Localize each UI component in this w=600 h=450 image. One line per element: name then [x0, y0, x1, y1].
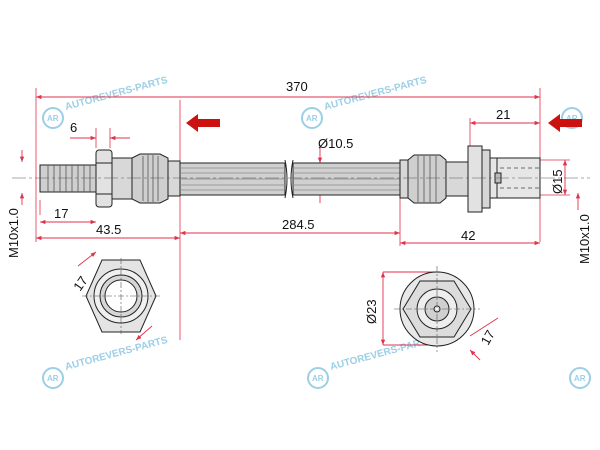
- watermark-text: AUTOREVERS-PARTS: [64, 75, 169, 113]
- watermark-logo-icon: [561, 107, 583, 129]
- watermark-logo: AR: [306, 114, 318, 123]
- dim-total-length: 370: [286, 79, 308, 94]
- hose-body: [179, 159, 401, 199]
- watermark-bottom-right: AR: [569, 367, 591, 389]
- right-end-view: [394, 266, 480, 352]
- right-crimp-sleeve: [407, 154, 447, 204]
- left-end-view: [82, 258, 160, 334]
- dim-right-tip: 21: [496, 107, 510, 122]
- watermark-top-right: AR: [561, 107, 583, 129]
- left-collar: [111, 157, 133, 200]
- watermark-logo: AR: [574, 374, 586, 383]
- watermark-top-center: AR AUTOREVERS-PARTS: [301, 75, 428, 129]
- watermark-logo-icon: [42, 367, 64, 389]
- dim-flange-diameter: Ø23: [364, 299, 379, 324]
- watermark-logo-icon: [301, 107, 323, 129]
- watermark-text: AUTOREVERS-PARTS: [323, 75, 428, 113]
- watermark-logo: AR: [312, 374, 324, 383]
- dim-left-fitting-length: 43.5: [96, 222, 121, 237]
- dim-thread-length: 17: [54, 206, 68, 221]
- dim-right-tip-diameter: Ø15: [550, 169, 565, 194]
- watermark-logo-icon: [569, 367, 591, 389]
- arrow-left-icon: [186, 114, 220, 132]
- dim-line-hex-right: [469, 317, 499, 337]
- right-flange: [467, 145, 483, 213]
- arrow-right-icon: [548, 114, 582, 132]
- dim-hex-right: 17: [478, 327, 498, 347]
- watermark-bottom-center: AR AUTOREVERS-PARTS: [307, 335, 434, 389]
- left-thread: [39, 164, 97, 193]
- watermark-top-left: AR AUTOREVERS-PARTS: [42, 75, 169, 129]
- left-hex-nut: [95, 149, 113, 208]
- left-fitting: [39, 149, 181, 208]
- dimension-lines: [19, 94, 581, 361]
- watermark-logo: AR: [47, 114, 59, 123]
- watermark-text: AUTOREVERS-PARTS: [64, 335, 169, 373]
- dim-nut-width: 6: [70, 120, 77, 135]
- dim-thread-left: M10x1.0: [6, 208, 21, 258]
- direction-arrows: [186, 114, 582, 132]
- dim-line-hex-left: [77, 251, 97, 267]
- watermark-logo: AR: [47, 374, 59, 383]
- dim-hose-diameter: Ø10.5: [318, 136, 353, 151]
- dim-line-hex-left-b: [135, 325, 153, 341]
- right-fitting: [399, 145, 541, 213]
- watermark-logo-icon: [42, 107, 64, 129]
- watermark-logo: AR: [566, 114, 578, 123]
- dim-thread-right: M10x1.0: [577, 214, 592, 264]
- watermark-bottom-left: AR AUTOREVERS-PARTS: [42, 335, 169, 389]
- left-crimp-sleeve: [131, 153, 169, 204]
- dim-hex-left: 17: [70, 273, 91, 293]
- dim-right-fitting-length: 42: [461, 228, 475, 243]
- watermark-logo-icon: [307, 367, 329, 389]
- dim-hose-length: 284.5: [282, 217, 315, 232]
